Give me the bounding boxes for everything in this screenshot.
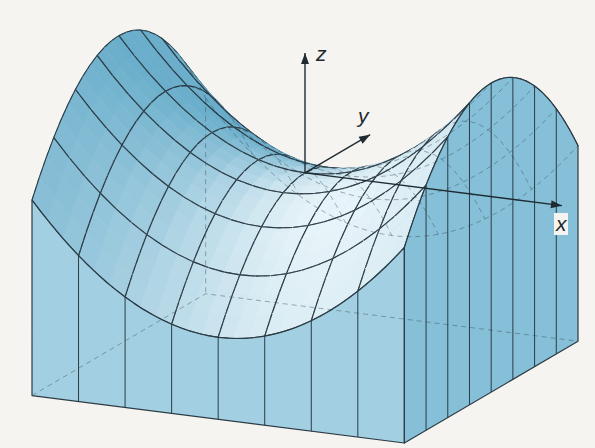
grid-line	[106, 128, 122, 145]
hidden-line	[218, 167, 392, 337]
hidden-line	[79, 86, 253, 256]
wall-line	[512, 77, 513, 379]
axis-line	[304, 53, 305, 173]
hidden-line	[205, 98, 206, 293]
axis-arrowhead	[551, 200, 562, 208]
hidden-line	[265, 166, 439, 336]
wall-line	[311, 321, 312, 431]
axis-line	[305, 135, 370, 173]
hidden-line	[97, 55, 469, 193]
axis-label: z	[314, 43, 329, 65]
axis-line	[305, 173, 562, 206]
grid-line	[39, 157, 46, 178]
grid-line	[150, 74, 166, 91]
grid-line	[86, 212, 93, 233]
axis-label: y	[356, 105, 371, 127]
hidden-line	[32, 294, 578, 396]
wall-line	[171, 324, 172, 413]
axis-arrowhead	[301, 53, 309, 64]
hidden-lines	[32, 30, 578, 396]
wall-line	[78, 256, 79, 402]
wall-line	[491, 83, 492, 392]
axis-label: x	[554, 213, 569, 235]
wall-line	[218, 337, 219, 419]
coordinate-axes	[301, 53, 562, 208]
hidden-line	[162, 39, 534, 177]
solid-wall	[32, 200, 404, 443]
hidden-line	[32, 200, 404, 338]
hidden-line	[206, 98, 578, 236]
hidden-line	[32, 30, 206, 200]
hidden-line	[125, 127, 299, 297]
hidden-line	[358, 121, 532, 291]
axis-arrowhead	[359, 135, 371, 144]
grid-line	[132, 254, 139, 275]
wall-line	[426, 185, 427, 430]
hidden-line	[141, 30, 513, 168]
hidden-line	[119, 36, 491, 174]
wall-line	[534, 86, 535, 367]
hidden-line	[184, 61, 556, 199]
hidden-line	[75, 89, 447, 227]
hidden-line	[54, 138, 426, 276]
grid-line	[128, 94, 144, 111]
hidden-line	[404, 77, 578, 247]
wall-line	[264, 336, 265, 425]
grid-line	[179, 281, 186, 302]
solid-wall	[404, 77, 578, 443]
wall-line	[125, 297, 126, 407]
wall-line	[447, 137, 448, 418]
grid-line	[85, 176, 101, 193]
wall-line	[469, 103, 470, 405]
